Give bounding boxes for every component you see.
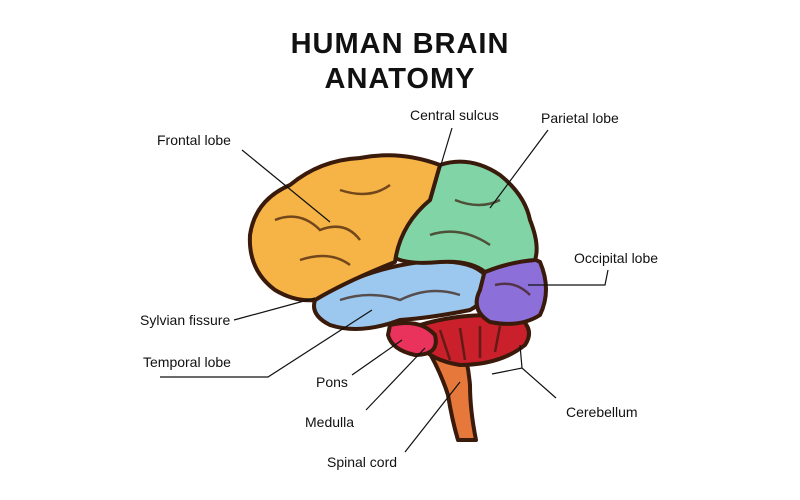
title-line-1: HUMAN BRAIN xyxy=(290,28,510,60)
label-occipital-lobe: Occipital lobe xyxy=(574,250,659,266)
pons xyxy=(386,321,438,357)
sylvian-leader xyxy=(233,297,316,321)
pons-leader xyxy=(351,339,403,376)
leader-lines xyxy=(160,127,609,453)
label-cerebellum: Cerebellum xyxy=(566,404,638,420)
label-spinal-cord: Spinal cord xyxy=(327,454,398,470)
medulla-leader xyxy=(365,347,426,411)
label-parietal-lobe: Parietal lobe xyxy=(541,110,619,126)
temporal-leader xyxy=(160,309,373,378)
label-medulla: Medulla xyxy=(305,414,355,430)
frontal-leader xyxy=(241,149,331,223)
label-pons: Pons xyxy=(316,374,348,390)
occipital-leader xyxy=(528,269,609,286)
label-sylvian-fissure: Sylvian fissure xyxy=(140,312,231,328)
label-central-sulcus: Central sulcus xyxy=(410,107,499,123)
spinal-leader xyxy=(404,381,461,453)
label-frontal-lobe: Frontal lobe xyxy=(157,132,231,148)
label-temporal-lobe: Temporal lobe xyxy=(143,354,231,370)
cerebellum-leader-2 xyxy=(519,344,523,369)
parietal-leader xyxy=(489,129,549,209)
central-leader xyxy=(439,127,453,169)
title-line-2: ANATOMY xyxy=(324,63,476,95)
cerebellum-leader xyxy=(491,367,557,399)
